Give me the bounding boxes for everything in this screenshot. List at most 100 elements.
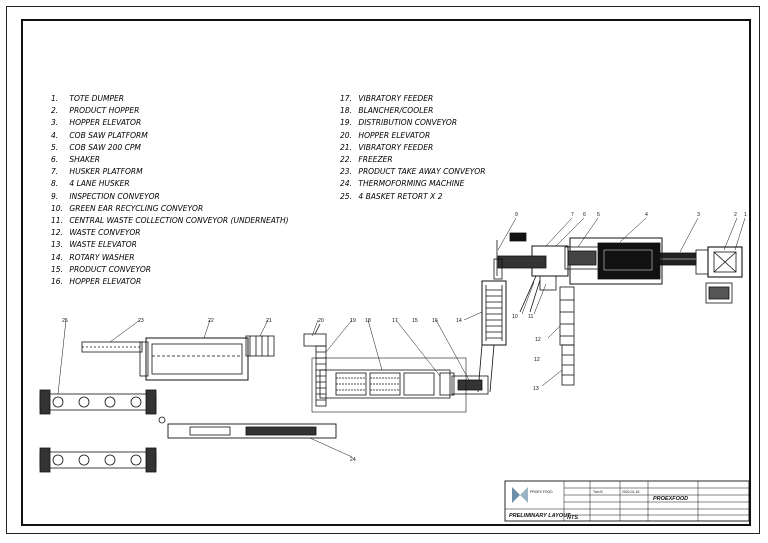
legend-number: 20. xyxy=(340,129,352,140)
legend-label: VIBRATORY FEEDER xyxy=(358,93,434,103)
legend-item: 18.BLANCHER/COOLER xyxy=(340,104,485,116)
tote-dumper xyxy=(707,246,743,278)
callout-14: 14 xyxy=(456,318,462,324)
legend-label: WASTE ELEVATOR xyxy=(69,239,137,250)
legend-label: PRODUCT CONVEYOR xyxy=(69,263,152,274)
legend-item: 7. HUSKER PLATFORM xyxy=(51,165,289,177)
legend-item: 5. COB SAW 200 CPM xyxy=(51,141,289,153)
logo-text: PROEX FOOD xyxy=(530,490,553,494)
legend-number: 9. xyxy=(51,190,59,201)
callout-6: 6 xyxy=(583,212,586,218)
callout-15: 15 xyxy=(412,318,418,324)
legend-number: 13. xyxy=(51,239,63,250)
thermoforming-machine xyxy=(158,416,337,439)
callout-19: 19 xyxy=(350,318,356,324)
legend-number: 14. xyxy=(51,251,63,262)
hopper-elevator-20 xyxy=(303,323,327,347)
shaker-husker xyxy=(493,232,569,280)
legend-item: 20. HOPPER ELEVATOR xyxy=(340,129,485,141)
legend-label: HUSKER PLATFORM xyxy=(69,166,143,177)
callout-11: 11 xyxy=(528,314,533,320)
callout-4: 4 xyxy=(645,212,648,218)
callout-5: 5 xyxy=(597,212,600,218)
legend-label: COB SAW 200 CPM xyxy=(69,141,141,152)
legend-label: HOPPER ELEVATOR xyxy=(69,276,142,287)
legend-item: 15. PRODUCT CONVEYOR xyxy=(51,263,289,275)
legend-item: 10.GREEN EAR RECYCLING CONVEYOR xyxy=(51,202,289,214)
legend-item: 21. VIBRATORY FEEDER xyxy=(340,141,485,153)
legend-item: 23. PRODUCT TAKE AWAY CONVEYOR xyxy=(340,165,485,177)
legend-item: 13. WASTE ELEVATOR xyxy=(51,238,289,250)
callout-12-lower: 12 xyxy=(534,357,540,363)
callout-13: 13 xyxy=(533,386,539,392)
legend-label: ROTARY WASHER xyxy=(69,251,135,262)
legend-label: FREEZER xyxy=(358,154,393,165)
legend-item: 24.THERMOFORMING MACHINE xyxy=(340,177,485,189)
title-block xyxy=(504,480,750,522)
product-take-away-conveyor xyxy=(81,341,143,353)
legend-label: WASTE CONVEYOR xyxy=(69,227,141,238)
legend-label: COB SAW PLATFORM xyxy=(69,129,148,140)
legend-number: 11. xyxy=(51,215,63,226)
legend-item: 14. ROTARY WASHER xyxy=(51,251,289,263)
callout-23: 23 xyxy=(138,318,144,324)
legend-number: 24. xyxy=(340,178,352,189)
legend-item: 2.PRODUCT HOPPER xyxy=(51,104,289,116)
legend-number: 7. xyxy=(51,166,59,177)
legend-item: 19. DISTRIBUTION CONVEYOR xyxy=(340,116,485,128)
legend-label: 4 BASKET RETORT X 2 xyxy=(358,190,443,201)
drawn-by: Tom B xyxy=(593,490,603,494)
legend-number: 16. xyxy=(51,276,63,287)
legend-item: 8.4 LANE HUSKER xyxy=(51,177,289,189)
legend-item: 25. 4 BASKET RETORT X 2 xyxy=(340,190,485,202)
legend-number: 17. xyxy=(340,93,352,103)
legend-item: 22.FREEZER xyxy=(340,153,485,165)
legend-item: 3.HOPPER ELEVATOR xyxy=(51,116,289,128)
legend-item: 12. WASTE CONVEYOR xyxy=(51,226,289,238)
legend-label: BLANCHER/COOLER xyxy=(358,105,434,116)
legend-number: 25. xyxy=(340,190,352,201)
legend-label: PRODUCT TAKE AWAY CONVEYOR xyxy=(358,166,486,177)
legend-number: 15. xyxy=(51,263,63,274)
legend-label: TOTE DUMPER xyxy=(69,93,125,103)
vibratory-feeder-21 xyxy=(245,335,275,357)
rotary-washer xyxy=(481,280,507,346)
callout-22: 22 xyxy=(208,318,214,324)
legend-label: INSPECTION CONVEYOR xyxy=(69,190,160,201)
callout-9: 9 xyxy=(515,212,518,218)
callout-10: 10 xyxy=(512,314,518,320)
freezer xyxy=(139,337,249,381)
product-hopper xyxy=(695,249,733,304)
legend-item: 16. HOPPER ELEVATOR xyxy=(51,275,289,287)
hopper-elevator-16 xyxy=(451,375,489,395)
legend-number: 10. xyxy=(51,202,63,213)
legend-number: 4. xyxy=(51,129,59,140)
legend-number: 1. xyxy=(51,93,59,103)
hopper-elevator-3 xyxy=(659,252,697,266)
legend-label: HOPPER ELEVATOR xyxy=(69,117,142,128)
distribution-conveyor xyxy=(315,345,327,407)
legend-label: DISTRIBUTION CONVEYOR xyxy=(358,117,458,128)
cob-saw xyxy=(564,246,600,270)
legend-number: 23. xyxy=(340,166,352,177)
legend-number: 8. xyxy=(51,178,59,189)
callout-1: 1 xyxy=(744,212,747,218)
legend-number: 6. xyxy=(51,154,59,165)
callout-3: 3 xyxy=(697,212,700,218)
callout-2: 2 xyxy=(734,212,737,218)
legend-item: 9. INSPECTION CONVEYOR xyxy=(51,190,289,202)
legend-number: 21. xyxy=(340,141,352,152)
callout-21: 21 xyxy=(266,318,272,324)
legend-label: VIBRATORY FEEDER xyxy=(358,141,434,152)
retort-unit-top xyxy=(39,389,157,415)
legend-number: 2. xyxy=(51,105,59,116)
company-name: PROEXFOOD xyxy=(653,496,688,502)
legend-number: 5. xyxy=(51,141,59,152)
drawing-date: 2020-01-15 xyxy=(622,490,639,494)
legend-label: HOPPER ELEVATOR xyxy=(358,129,431,140)
legend-number: 12. xyxy=(51,227,63,238)
legend-number: 19. xyxy=(340,117,352,128)
